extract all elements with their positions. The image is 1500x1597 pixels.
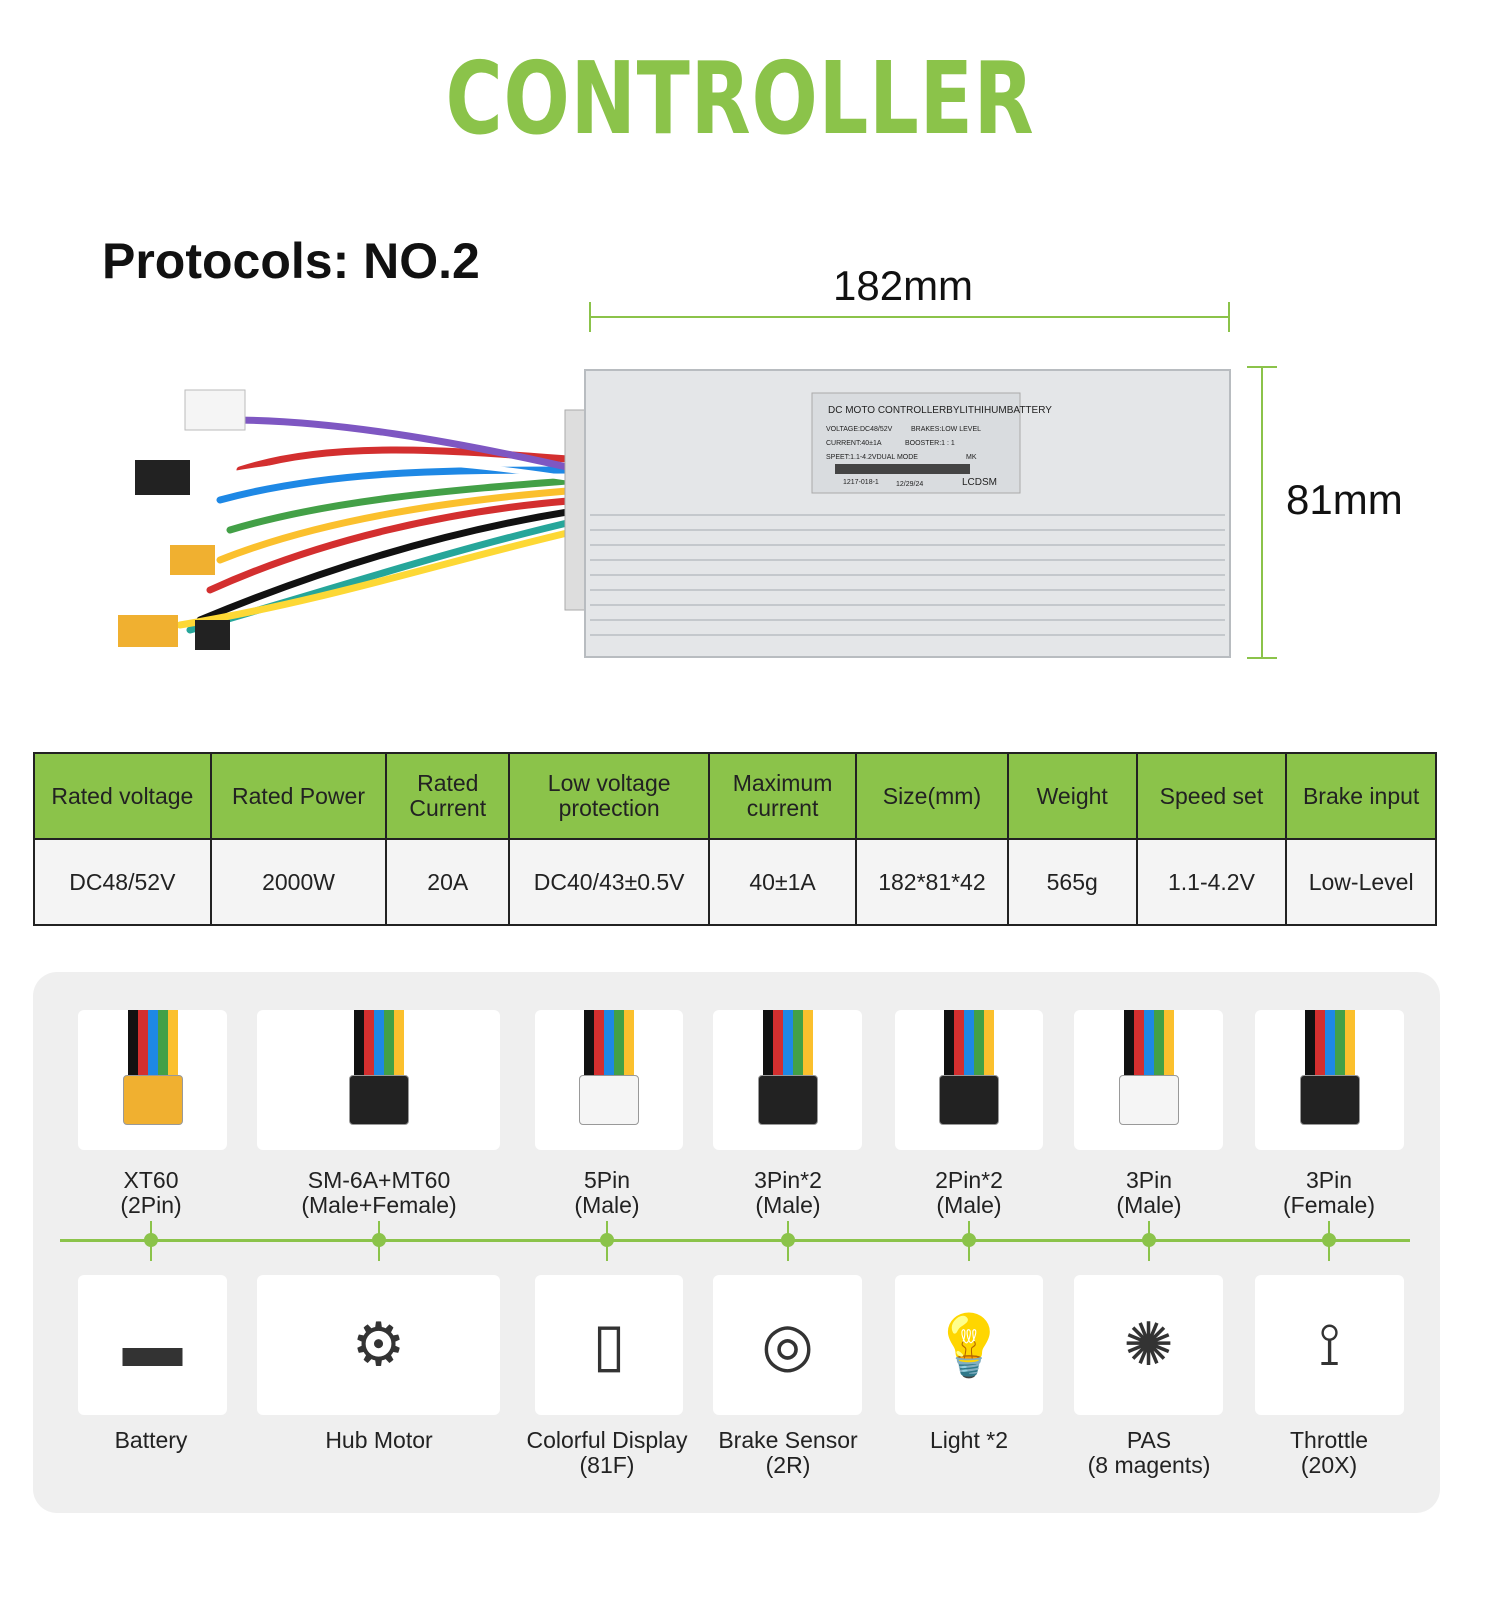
battery-icon: ▬ [78, 1275, 227, 1415]
connector-dot [1322, 1233, 1336, 1247]
header-cell: Rated voltage [33, 752, 212, 840]
connector-label: 3Pin*2(Male) [754, 1167, 822, 1218]
black-connector [135, 460, 190, 495]
connector-label: 3Pin(Male) [1116, 1167, 1182, 1218]
value-cell: 20A [385, 838, 511, 926]
throttle-icon: ⟟ [1255, 1275, 1404, 1415]
2pin-pair-connector-icon [895, 1010, 1043, 1150]
connector-label: 2Pin*2(Male) [935, 1167, 1003, 1218]
page-title: CONTROLLER [445, 40, 1035, 157]
height-dimension: 81mm [1286, 476, 1403, 523]
label-brand: LCDSM [962, 477, 997, 488]
label-current: CURRENT:40±1A [826, 440, 882, 447]
connector-label: SM-6A+MT60(Male+Female) [301, 1167, 457, 1218]
xt60-connector [170, 545, 215, 575]
value-cell: DC40/43±0.5V [508, 838, 711, 926]
display-icon: ▯ [535, 1275, 683, 1415]
value-cell: 40±1A [708, 838, 858, 926]
connector-label: 3Pin(Female) [1282, 1167, 1376, 1218]
connector-dot [600, 1233, 614, 1247]
component-label: Hub Motor [325, 1427, 433, 1453]
3pin-male-connector-icon [1074, 1010, 1223, 1150]
brake-sensor-icon: ◎ [713, 1275, 862, 1415]
spec-table: Rated voltage Rated Power Rated Current … [33, 752, 1437, 926]
header-cell: Brake input [1285, 752, 1437, 840]
component-label: Colorful Display(81F) [526, 1427, 688, 1478]
label-serial: 1217-018-1 [843, 479, 879, 486]
sm6a-mt60-connector-icon [257, 1010, 500, 1150]
component-label: Battery [114, 1427, 188, 1453]
white-connector [184, 389, 246, 431]
label-speed: SPEET:1.1-4.2VDUAL MODE [826, 454, 918, 461]
connector-dot [144, 1233, 158, 1247]
connector-label: XT60(2Pin) [120, 1167, 182, 1218]
header-cell: Size(mm) [855, 752, 1009, 840]
connector-dot [1142, 1233, 1156, 1247]
connector-dot [372, 1233, 386, 1247]
component-label: Light *2 [929, 1427, 1009, 1453]
spec-value-row: DC48/52V 2000W 20A DC40/43±0.5V 40±1A 18… [33, 838, 1437, 926]
wire-bundle [176, 416, 584, 634]
spec-header-row: Rated voltage Rated Power Rated Current … [33, 752, 1437, 840]
header-cell: Rated Current [385, 752, 511, 840]
dimension-lines [589, 302, 1277, 659]
product-label [811, 392, 1021, 494]
component-label: Throttle(20X) [1290, 1427, 1368, 1478]
label-mk: MK [966, 454, 977, 461]
label-voltage: VOLTAGE:DC48/52V [826, 426, 893, 433]
connection-line [60, 1239, 1410, 1242]
label-booster: BOOSTER:1 : 1 [905, 440, 955, 447]
header-cell: Rated Power [209, 752, 388, 840]
header-cell: Weight [1006, 752, 1138, 840]
header-cell: Maximum current [708, 752, 858, 840]
value-cell: Low-Level [1285, 838, 1437, 926]
label-brakes: BRAKES:LOW LEVEL [911, 426, 981, 433]
component-label: Brake Sensor(2R) [718, 1427, 858, 1478]
pas-sensor-icon: ✺ [1074, 1275, 1223, 1415]
component-label: PAS(8 magents) [1087, 1427, 1211, 1478]
value-cell: 182*81*42 [855, 838, 1009, 926]
protocol-label: Protocols: NO.2 [102, 233, 480, 289]
header-cell: Low voltage protection [508, 752, 711, 840]
3pin-pair-connector-icon [713, 1010, 862, 1150]
label-line1: DC MOTO CONTROLLERBYLITHIHUMBATTERY [828, 405, 1052, 416]
5pin-connector-icon [535, 1010, 683, 1150]
value-cell: 565g [1006, 838, 1138, 926]
3pin-female-connector-icon [1255, 1010, 1404, 1150]
light-icon: 💡 [895, 1275, 1043, 1415]
barcode [835, 464, 970, 474]
value-cell: 2000W [209, 838, 388, 926]
length-dimension: 182mm [833, 262, 974, 309]
connector-dot [962, 1233, 976, 1247]
label-date: 12/29/24 [896, 481, 923, 488]
hub-motor-icon: ⚙ [257, 1275, 500, 1415]
header-cell: Speed set [1135, 752, 1288, 840]
value-cell: 1.1-4.2V [1135, 838, 1288, 926]
controller-illustration: DC MOTO CONTROLLERBYLITHIHUMBATTERY VOLT… [118, 302, 1277, 659]
connector-dot [781, 1233, 795, 1247]
connector-label: 5Pin(Male) [574, 1167, 640, 1218]
mt60-connector [118, 615, 178, 647]
value-cell: DC48/52V [33, 838, 212, 926]
xt60-connector-icon [78, 1010, 227, 1150]
